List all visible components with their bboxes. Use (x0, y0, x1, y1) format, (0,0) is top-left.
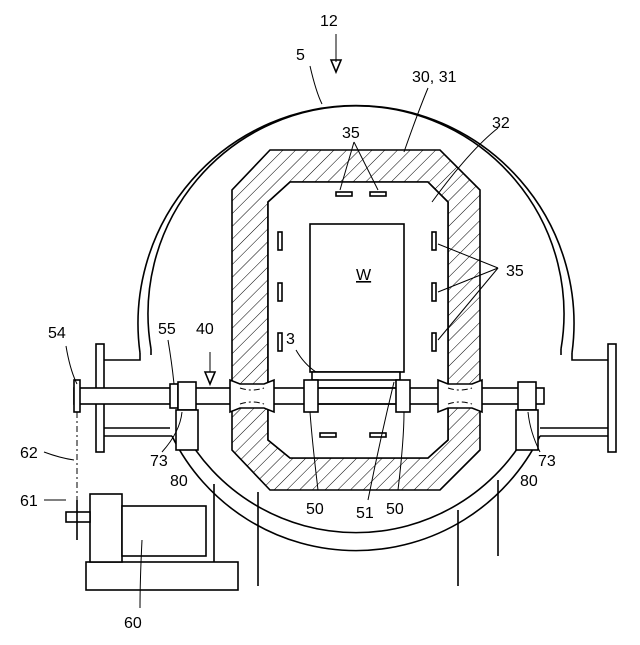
workpiece (310, 224, 404, 372)
label-35-top: 35 (342, 125, 360, 142)
label-40: 40 (196, 321, 214, 338)
label-35-right: 35 (506, 263, 524, 280)
label-62: 62 (20, 445, 38, 462)
label-55: 55 (158, 321, 176, 338)
label-80-left: 80 (170, 473, 188, 490)
label-30-31: 30, 31 (412, 69, 457, 86)
label-50-right: 50 (386, 501, 404, 518)
label-w: W (356, 267, 372, 284)
support-legs (458, 480, 498, 586)
label-32: 32 (492, 115, 510, 132)
label-51: 51 (356, 505, 374, 522)
label-60: 60 (124, 615, 142, 632)
label-50-left: 50 (306, 501, 324, 518)
label-54: 54 (48, 325, 66, 342)
holder-tray (312, 372, 400, 380)
label-73-left: 73 (150, 453, 168, 470)
label-12: 12 (320, 13, 338, 30)
label-80-right: 80 (520, 473, 538, 490)
label-61: 61 (20, 493, 38, 510)
motor (66, 484, 258, 590)
label-73-right: 73 (538, 453, 556, 470)
label-3: 3 (286, 331, 295, 348)
label-5: 5 (296, 47, 305, 64)
